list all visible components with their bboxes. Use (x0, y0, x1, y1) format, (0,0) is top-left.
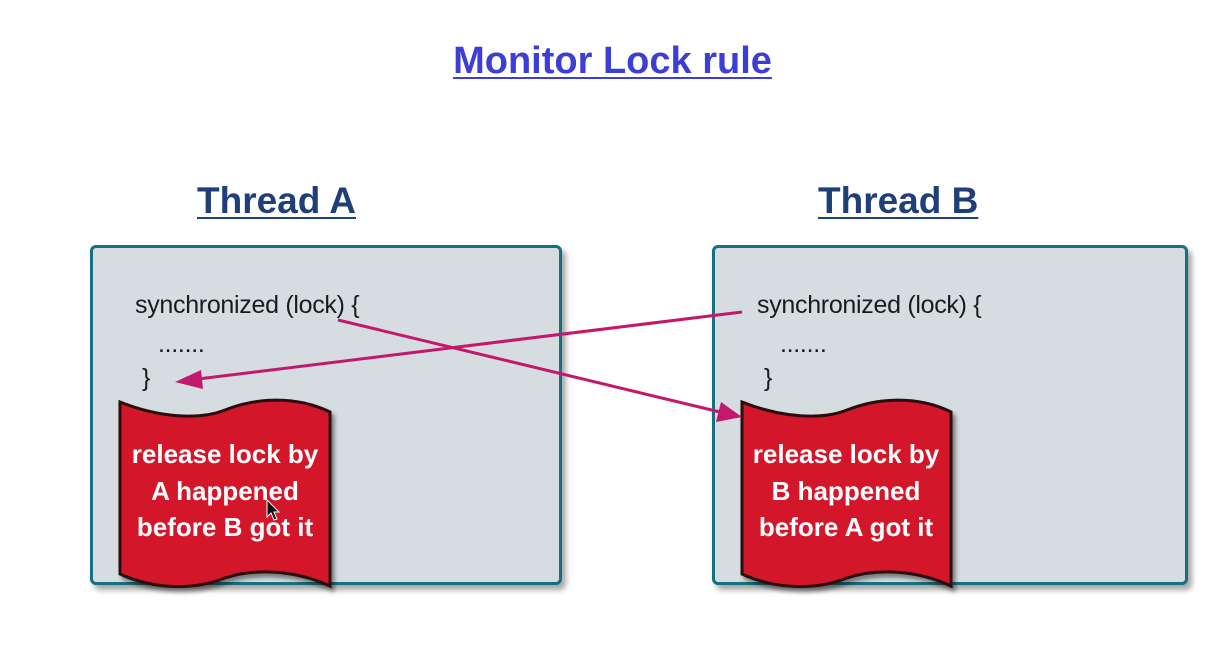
thread-a-code-body: ....... (158, 330, 205, 358)
thread-b-code-open: synchronized (lock) { (757, 291, 982, 319)
diagram-title: Monitor Lock rule (453, 40, 772, 82)
thread-b-code-body: ....... (780, 330, 827, 358)
thread-b-code-close: } (764, 364, 773, 392)
thread-a-code-open: synchronized (lock) { (135, 291, 360, 319)
thread-a-code-close: } (142, 364, 151, 392)
thread-a-label: Thread A (197, 180, 356, 221)
thread-b-label: Thread B (818, 180, 979, 221)
